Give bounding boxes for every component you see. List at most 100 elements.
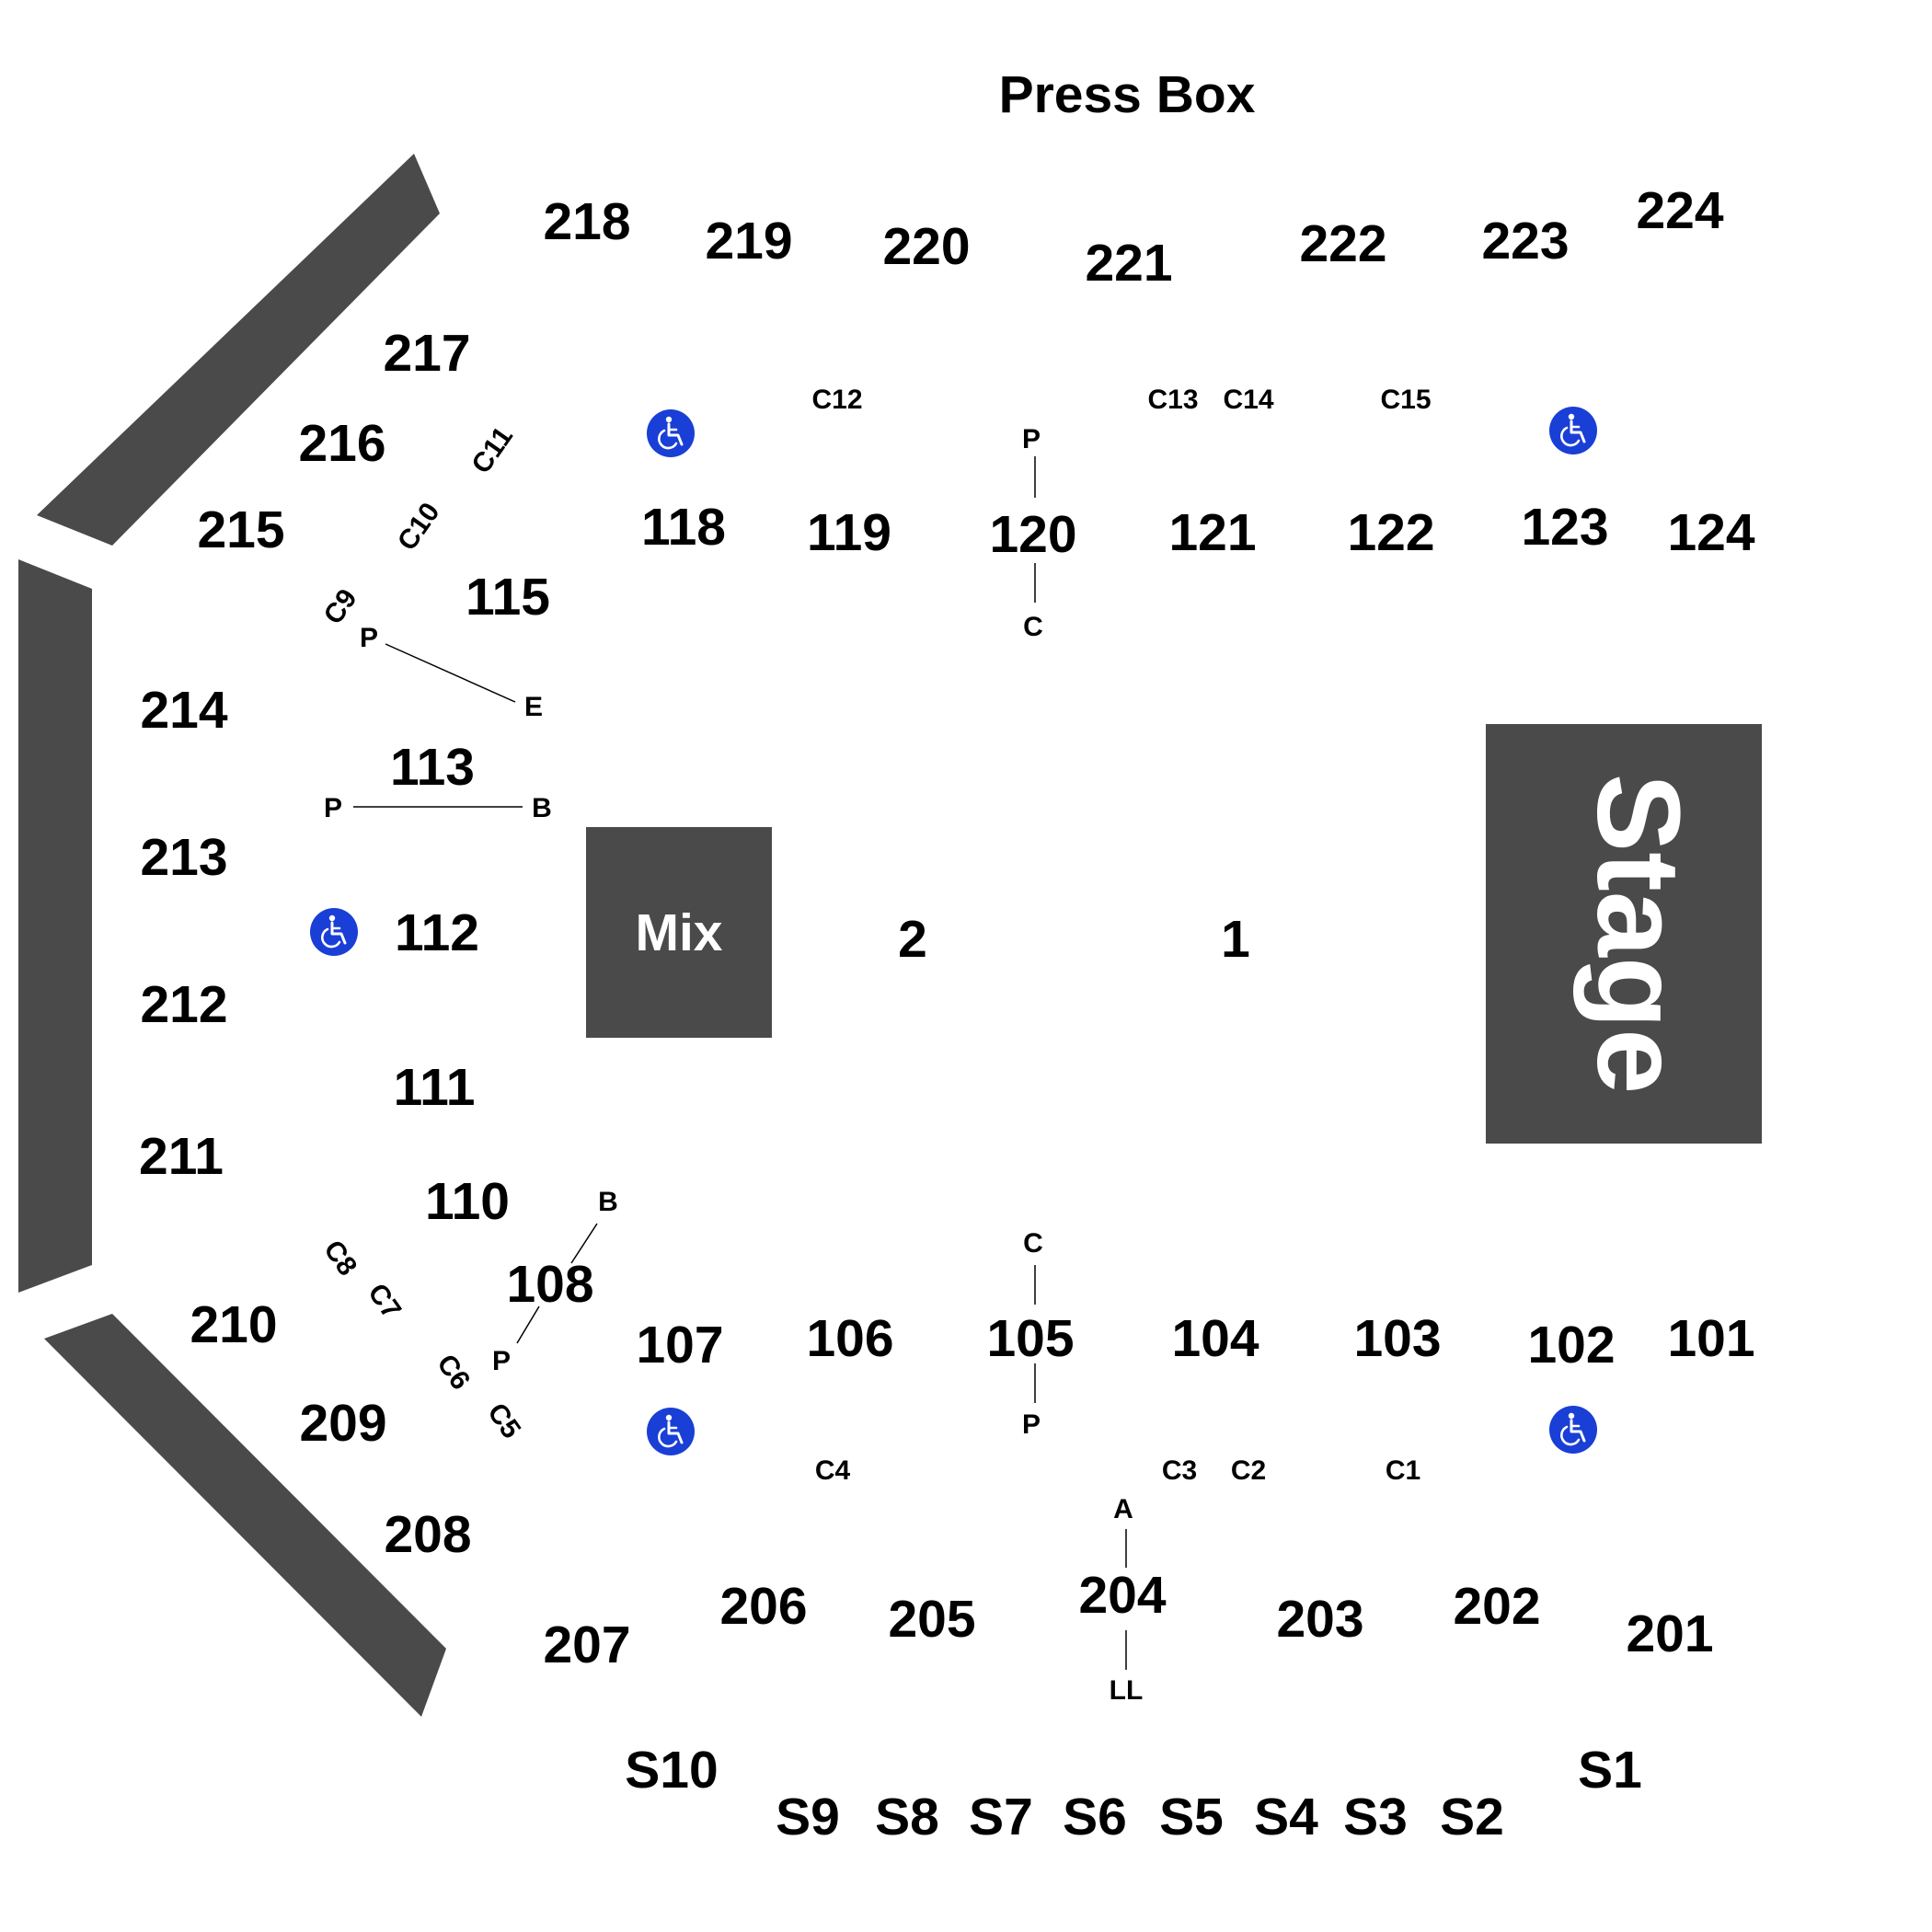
suite-s7[interactable]: S7	[969, 1788, 1033, 1846]
aisle-c5: C5	[481, 1397, 526, 1443]
section-206[interactable]: 206	[719, 1577, 807, 1636]
section-222[interactable]: 222	[1299, 214, 1386, 273]
aisle-c1: C1	[1386, 1455, 1420, 1486]
aisle-c15: C15	[1380, 385, 1431, 415]
wheelchair-icon[interactable]	[647, 1408, 695, 1455]
section-213[interactable]: 213	[140, 828, 227, 887]
aisle-c8: C8	[317, 1235, 362, 1281]
section-112[interactable]: 112	[395, 903, 479, 962]
aisle-line	[385, 643, 516, 703]
wall-upper-left	[37, 154, 440, 546]
section-115[interactable]: 115	[466, 568, 550, 627]
section-201[interactable]: 201	[1626, 1604, 1713, 1663]
marker-p: P	[492, 1346, 511, 1376]
wall-left	[18, 559, 92, 1293]
suite-s2[interactable]: S2	[1440, 1788, 1504, 1846]
section-113[interactable]: 113	[390, 738, 475, 797]
section-204[interactable]: 204	[1078, 1566, 1166, 1625]
aisle-line	[516, 1305, 540, 1344]
section-211[interactable]: 211	[139, 1127, 224, 1186]
marker-c: C	[1023, 1228, 1043, 1259]
section-202[interactable]: 202	[1453, 1577, 1540, 1636]
section-104[interactable]: 104	[1171, 1309, 1259, 1368]
section-111[interactable]: 111	[394, 1058, 476, 1117]
aisle-c14: C14	[1223, 385, 1273, 415]
aisle-c3: C3	[1162, 1455, 1197, 1486]
section-203[interactable]: 203	[1276, 1590, 1363, 1649]
press-box-label: Press Box	[999, 65, 1256, 124]
wheelchair-icon[interactable]	[1549, 1406, 1597, 1454]
suite-s8[interactable]: S8	[875, 1788, 939, 1846]
suite-s1[interactable]: S1	[1578, 1741, 1642, 1800]
section-105[interactable]: 105	[986, 1309, 1074, 1368]
section-122[interactable]: 122	[1347, 503, 1434, 562]
section-210[interactable]: 210	[190, 1295, 277, 1354]
marker-p: P	[360, 623, 378, 653]
section-208[interactable]: 208	[384, 1505, 471, 1564]
mix-block	[586, 827, 772, 1038]
wheelchair-icon[interactable]	[310, 908, 358, 956]
section-209[interactable]: 209	[299, 1394, 386, 1453]
section-214[interactable]: 214	[140, 681, 227, 740]
marker-b: B	[532, 793, 552, 823]
marker-p: P	[1022, 1409, 1041, 1440]
section-205[interactable]: 205	[888, 1590, 975, 1649]
aisle-c2: C2	[1231, 1455, 1266, 1486]
section-2[interactable]: 2	[898, 910, 927, 969]
suite-s9[interactable]: S9	[776, 1788, 840, 1846]
marker-e: E	[524, 692, 543, 722]
aisle-c10: C10	[392, 498, 446, 557]
section-110[interactable]: 110	[425, 1172, 510, 1231]
section-120[interactable]: 120	[989, 505, 1076, 564]
section-118[interactable]: 118	[641, 498, 726, 557]
section-102[interactable]: 102	[1527, 1316, 1615, 1374]
aisle-c9: C9	[318, 583, 363, 629]
marker-ll: LL	[1110, 1675, 1144, 1706]
suite-s10[interactable]: S10	[625, 1741, 718, 1800]
suite-s4[interactable]: S4	[1254, 1788, 1318, 1846]
section-218[interactable]: 218	[543, 192, 630, 251]
section-108[interactable]: 108	[506, 1255, 593, 1314]
stage-block[interactable]	[1486, 724, 1762, 1144]
suite-s3[interactable]: S3	[1343, 1788, 1408, 1846]
mix-label: Mix	[635, 903, 722, 962]
marker-b: B	[598, 1187, 618, 1217]
marker-a: A	[1113, 1494, 1133, 1524]
section-215[interactable]: 215	[197, 500, 284, 559]
marker-p: P	[324, 793, 342, 823]
aisle-c11: C11	[466, 421, 519, 479]
stage-label: Stage	[1572, 774, 1704, 1095]
aisle-c4: C4	[815, 1455, 851, 1486]
suite-s5[interactable]: S5	[1159, 1788, 1224, 1846]
aisle-c7: C7	[362, 1278, 407, 1324]
section-221[interactable]: 221	[1085, 234, 1172, 293]
aisle-line	[570, 1223, 598, 1264]
aisle-c12: C12	[811, 385, 862, 415]
section-107[interactable]: 107	[636, 1316, 723, 1374]
section-216[interactable]: 216	[298, 414, 385, 473]
aisle-c6: C6	[431, 1349, 476, 1395]
suite-s6[interactable]: S6	[1063, 1788, 1127, 1846]
section-223[interactable]: 223	[1481, 212, 1569, 270]
section-1[interactable]: 1	[1221, 910, 1250, 969]
section-220[interactable]: 220	[882, 217, 970, 276]
section-106[interactable]: 106	[806, 1309, 893, 1368]
section-212[interactable]: 212	[140, 975, 227, 1034]
section-103[interactable]: 103	[1353, 1309, 1441, 1368]
section-224[interactable]: 224	[1636, 181, 1723, 240]
section-217[interactable]: 217	[383, 324, 470, 383]
section-207[interactable]: 207	[543, 1616, 630, 1674]
section-124[interactable]: 124	[1667, 503, 1754, 562]
wheelchair-icon[interactable]	[647, 409, 695, 457]
section-121[interactable]: 121	[1168, 503, 1256, 562]
wall-lower-left	[44, 1314, 446, 1717]
aisle-c13: C13	[1147, 385, 1198, 415]
section-219[interactable]: 219	[705, 212, 792, 270]
section-119[interactable]: 119	[807, 503, 891, 562]
section-123[interactable]: 123	[1521, 498, 1608, 557]
section-101[interactable]: 101	[1667, 1309, 1754, 1368]
marker-c: C	[1023, 612, 1043, 642]
marker-p: P	[1022, 424, 1041, 454]
wheelchair-icon[interactable]	[1549, 407, 1597, 454]
